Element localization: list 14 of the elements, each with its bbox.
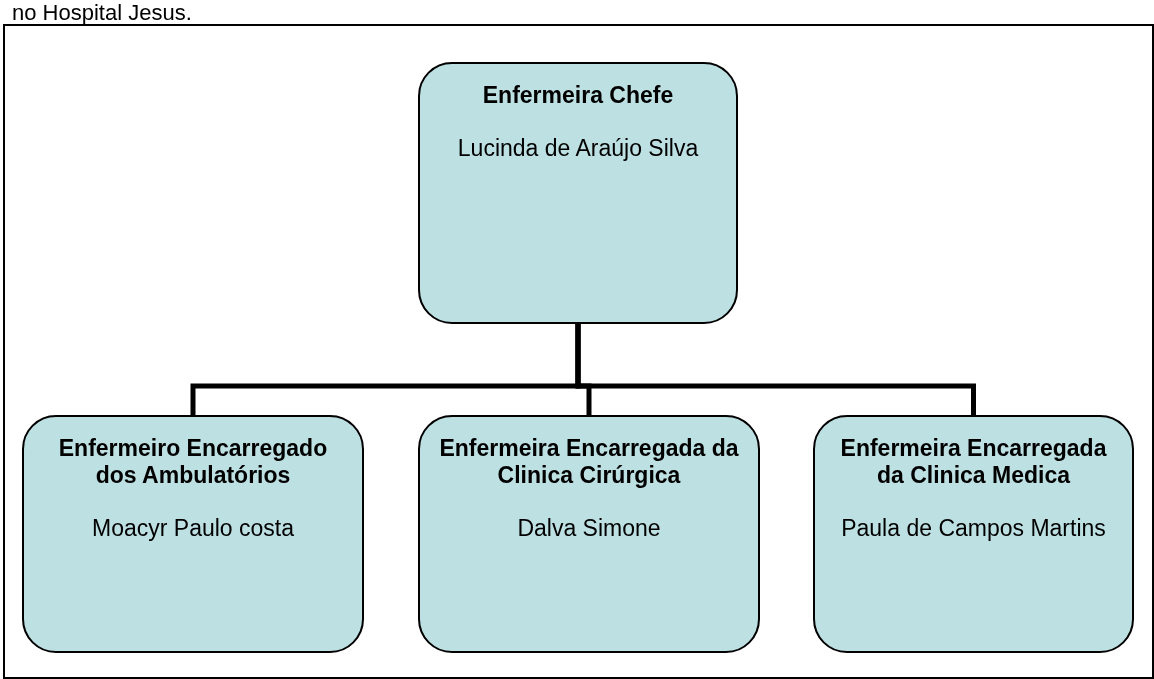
role-title: Enfermeira Encarregada da Clinica Medica bbox=[839, 435, 1108, 490]
person-name: Moacyr Paulo costa bbox=[92, 515, 294, 543]
role-title: Enfermeira Chefe bbox=[482, 82, 674, 110]
role-title: Enfermeira Encarregada da Clinica Cirúrgica bbox=[438, 435, 740, 490]
connector-line bbox=[575, 324, 976, 415]
person-name: Paula de Campos Martins bbox=[841, 515, 1106, 543]
org-box bbox=[22, 415, 364, 653]
person-name: Lucinda de Araújo Silva bbox=[457, 135, 699, 163]
org-box bbox=[418, 415, 760, 653]
org-box bbox=[418, 62, 738, 324]
heading-text: no Hospital Jesus. bbox=[12, 0, 192, 26]
role-title: Enfermeiro Encarregado dos Ambulatórios bbox=[57, 435, 329, 490]
org-box bbox=[813, 415, 1134, 653]
person-name: Dalva Simone bbox=[517, 515, 661, 543]
